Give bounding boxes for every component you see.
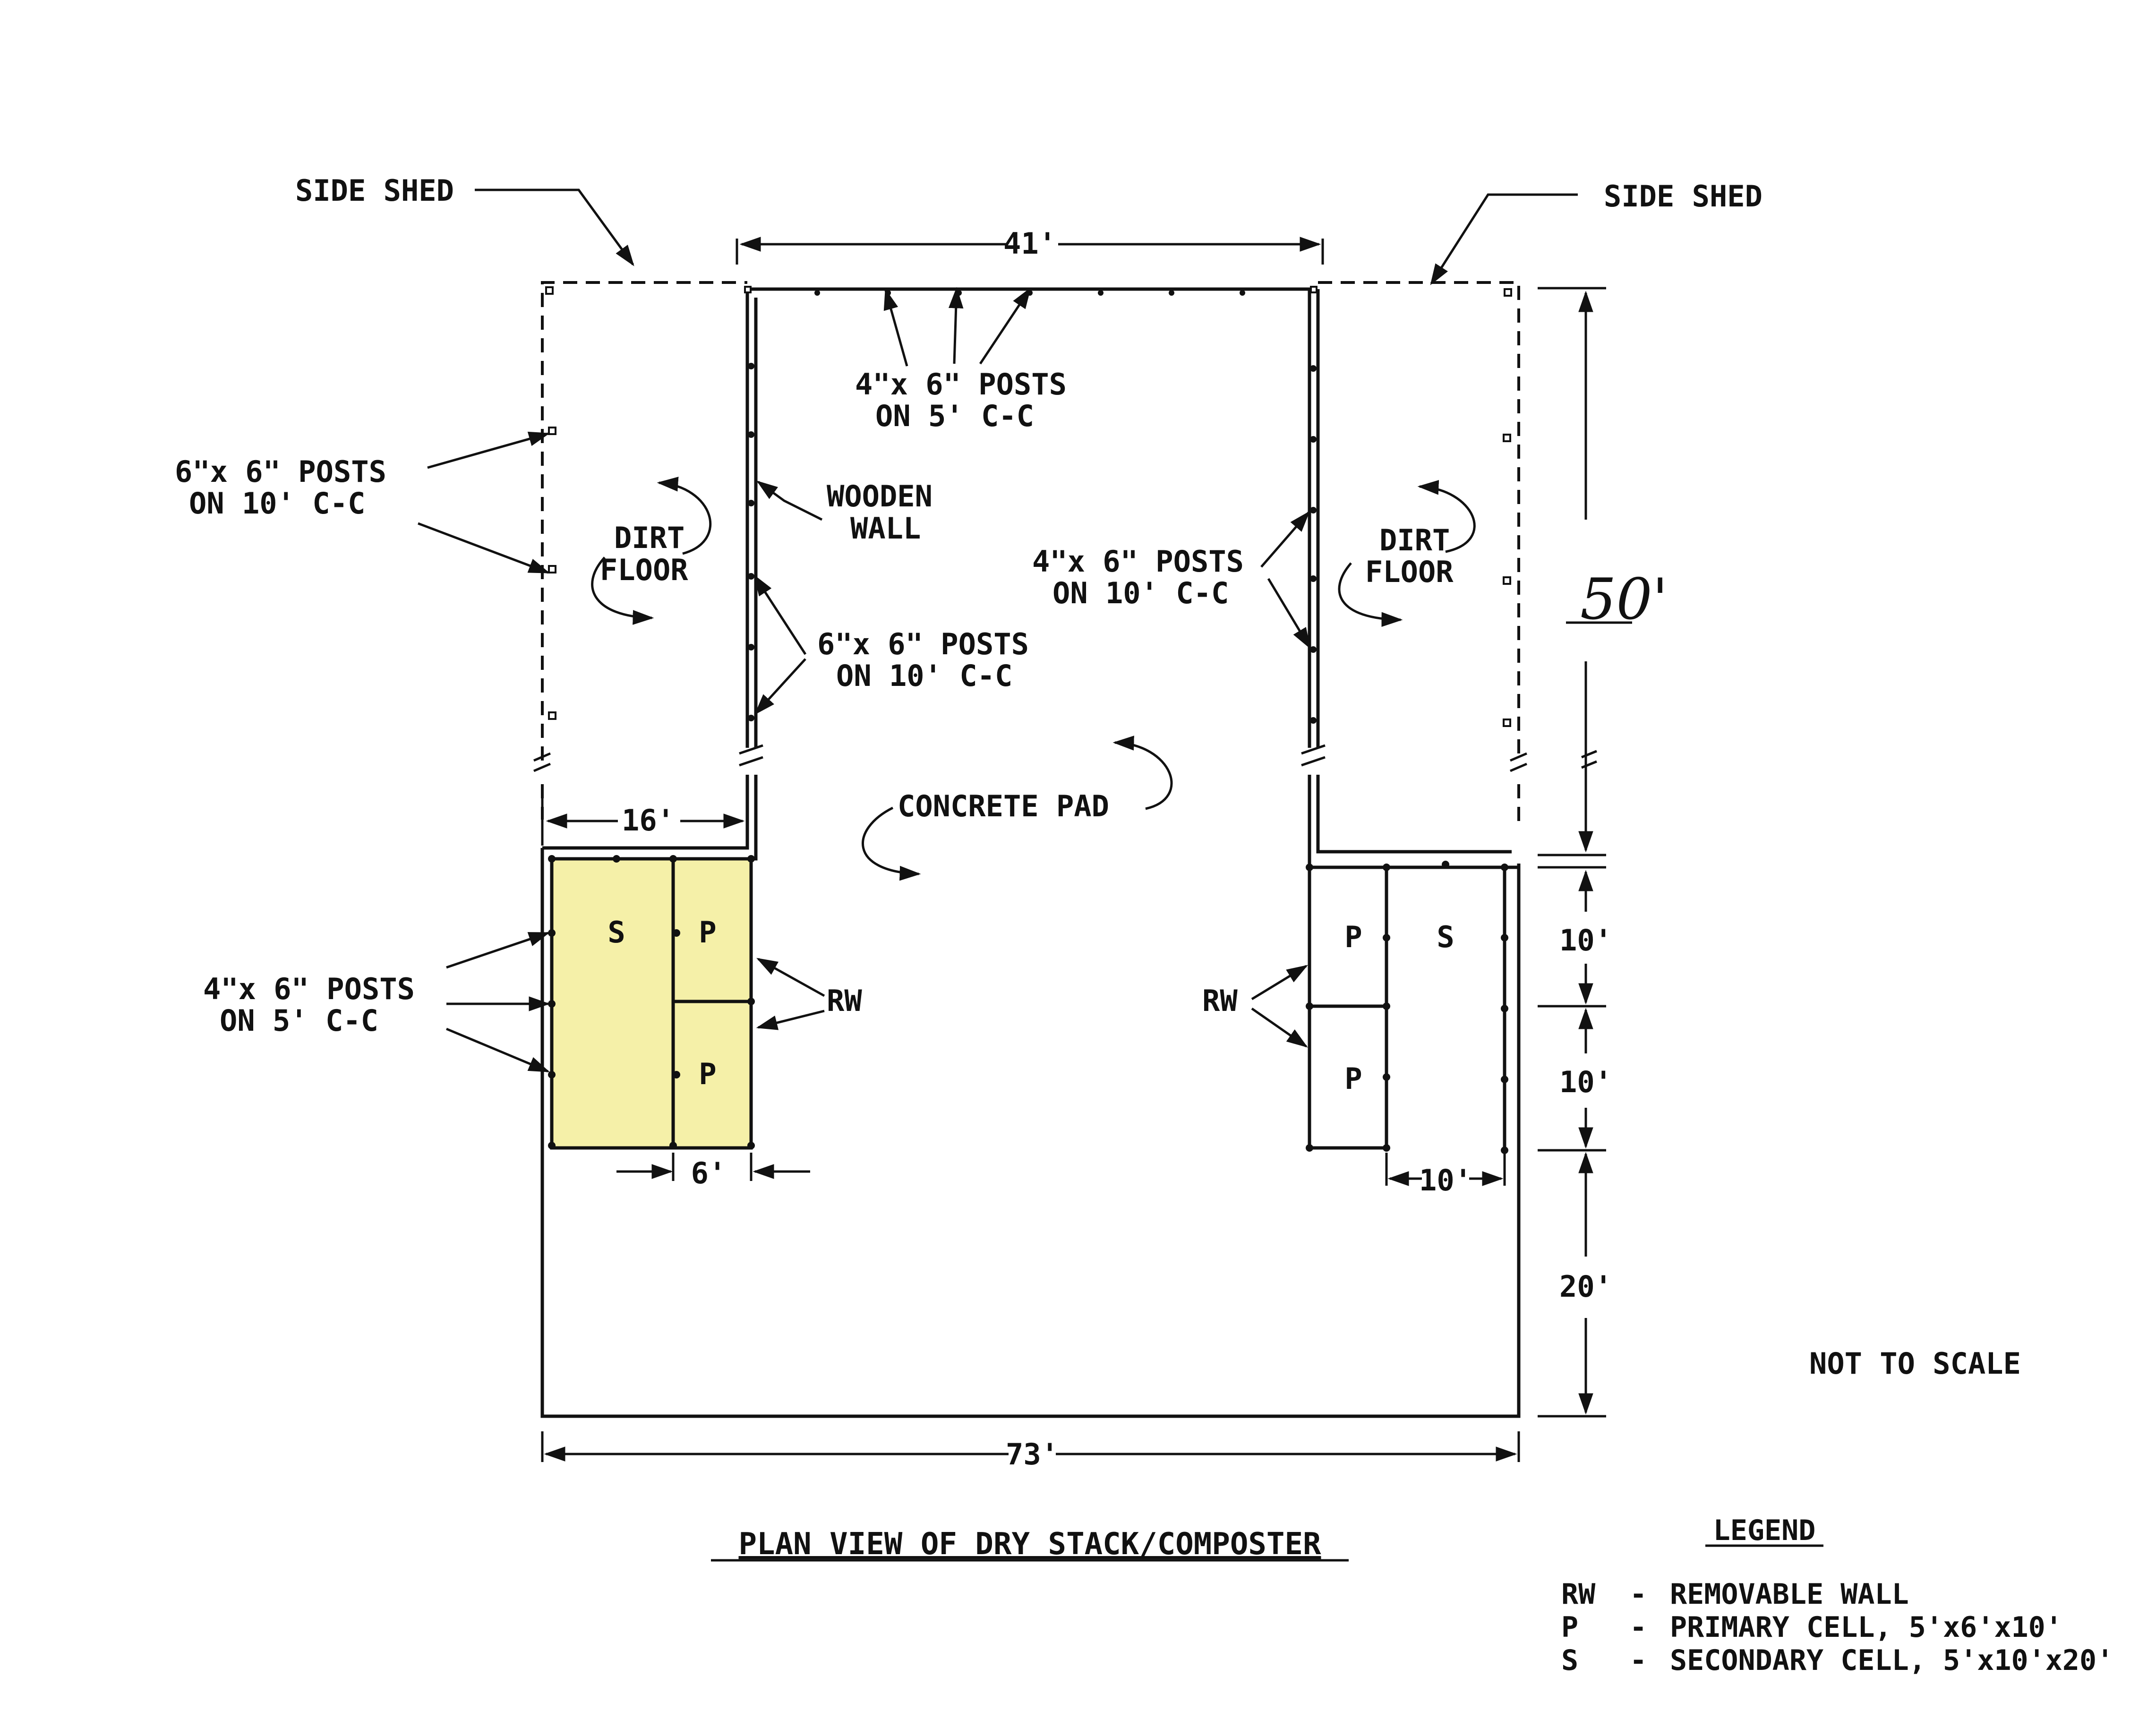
dim-73-label: 73' [1006,1437,1059,1471]
posts-4x6-top-label: 4"x 6" POSTS [855,367,1067,402]
legend: LEGEND RW - REMOVABLE WALL P - PRIMARY C… [1561,1514,2113,1677]
post-4x6 [1310,717,1317,724]
post-6x6 [548,711,556,720]
post-6x6 [1503,576,1511,585]
side-shed-label-left: SIDE SHED [295,173,454,208]
post-6x6 [748,363,754,369]
post-6x6 [548,565,556,573]
side-shed-label-right: SIDE SHED [1604,179,1762,214]
cell-p-left-top: P [699,915,716,950]
dim-6-label: 6' [691,1156,727,1190]
post-6x6 [748,573,754,580]
legend-code-s: S [1561,1644,1578,1677]
posts-6x6-mid-label: 6"x 6" POSTS [817,627,1029,661]
concrete-pad-label: CONCRETE PAD [898,789,1109,823]
wooden-wall-label-2: WALL [850,511,921,546]
post-4x6 [744,286,752,293]
post-4x6 [1310,575,1317,582]
dim-10-bottom-label: 10' [1419,1163,1472,1198]
dim-41-label: 41' [1003,226,1056,261]
posts-4x6-bottom-spacing: ON 5' C-C [220,1003,378,1038]
posts-4x6-right-spacing: ON 10' C-C [1052,576,1229,610]
post-6x6 [548,427,556,435]
post-4x6 [1310,286,1318,293]
dirt-floor-left-label-2: FLOOR [600,553,688,587]
left-compost-cells [548,855,755,1150]
cell-p-right-top: P [1344,920,1362,954]
dim-16-label: 16' [622,803,675,838]
legend-code-p: P [1561,1611,1578,1644]
post-4x6 [1169,290,1174,296]
rw-left-label: RW [827,984,862,1018]
flow-arrows [591,477,1476,881]
leader-arrows [418,188,1578,1073]
dirt-floor-right-label-2: FLOOR [1365,555,1454,589]
posts-6x6-left-label: 6"x 6" POSTS [175,454,386,489]
post-4x6 [1310,646,1317,653]
post-6x6 [748,644,754,650]
dimension-lines [541,237,1606,1462]
legend-desc-s: SECONDARY CELL, 5'x10'x20' [1670,1644,2113,1677]
dim-20-label: 20' [1559,1269,1612,1304]
dim-10-b-label: 10' [1559,1065,1612,1099]
legend-sep-s: - [1630,1644,1647,1677]
legend-desc-rw: REMOVABLE WALL [1670,1578,1909,1611]
building-outline [540,287,1521,1418]
post-4x6 [1310,436,1317,443]
legend-code-rw: RW [1561,1578,1596,1611]
posts-4x6-bottom-label: 4"x 6" POSTS [203,972,415,1006]
right-compost-cells [1306,861,1508,1154]
legend-sep-p: - [1630,1611,1647,1644]
post-6x6 [748,500,754,506]
post-4x6 [1098,290,1104,296]
post-6x6 [545,286,554,295]
legend-heading: LEGEND [1713,1514,1816,1547]
cell-s-left: S [607,915,625,950]
post-4x6 [1310,365,1317,372]
posts-6x6-left-spacing: ON 10' C-C [189,486,365,521]
rw-right-label: RW [1202,984,1238,1018]
posts-6x6-mid-spacing: ON 10' C-C [836,659,1012,693]
post-6x6 [748,715,754,721]
dim-10-a-label: 10' [1559,923,1612,958]
dirt-floor-left-label: DIRT [614,521,684,555]
post-4x6 [1240,290,1245,296]
highlighted-cell-block [552,859,751,1148]
post-4x6 [814,290,820,296]
post-4x6 [1310,507,1317,513]
post-6x6 [1503,434,1511,442]
break-marks [533,744,1597,772]
posts-4x6-top-spacing: ON 5' C-C [875,399,1034,433]
cell-p-right-bottom: P [1344,1061,1362,1096]
wooden-wall-label: WOODEN [827,479,933,513]
legend-desc-p: PRIMARY CELL, 5'x6'x10' [1670,1611,2062,1644]
not-to-scale-label: NOT TO SCALE [1809,1346,2021,1381]
drawing-title: PLAN VIEW OF DRY STACK/COMPOSTER [739,1527,1321,1562]
posts-4x6-right-label: 4"x 6" POSTS [1032,544,1244,579]
legend-sep-rw: - [1630,1578,1647,1611]
post-6x6 [1504,288,1512,297]
cell-p-left-bottom: P [699,1057,716,1091]
cell-s-right: S [1437,920,1454,954]
dirt-floor-right-label: DIRT [1379,523,1450,557]
post-6x6 [1503,719,1511,727]
post-6x6 [748,431,754,438]
